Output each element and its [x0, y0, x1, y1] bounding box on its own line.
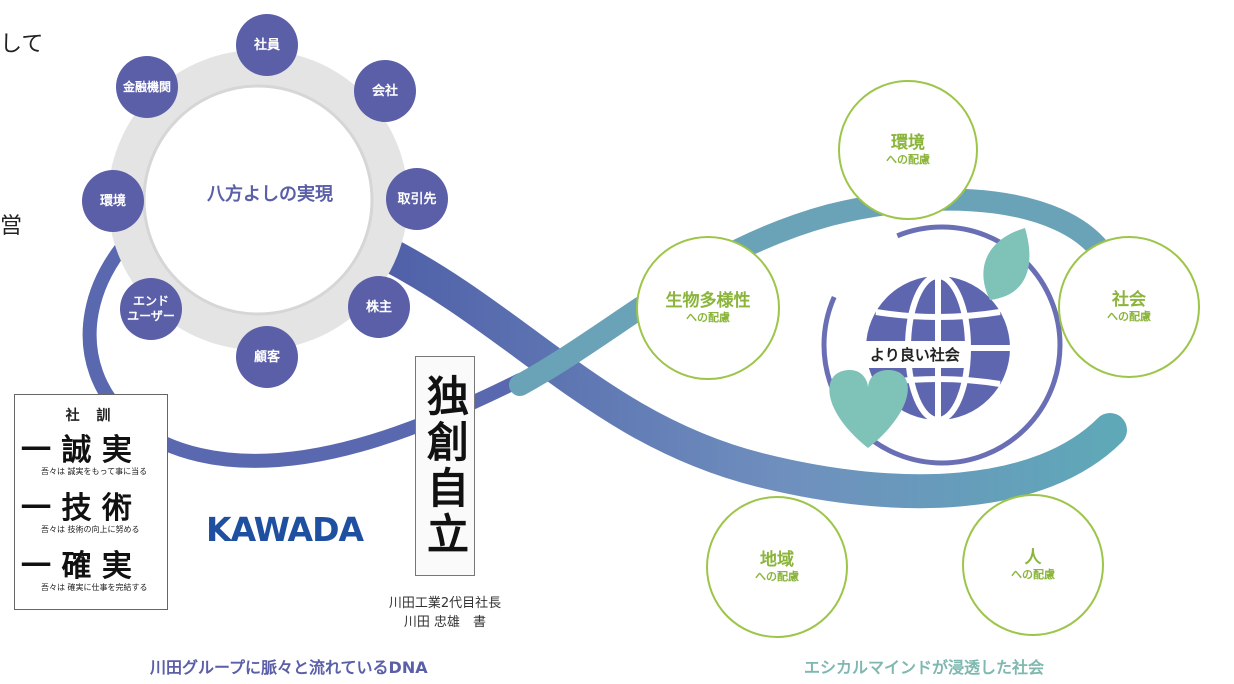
circle-society-sub: への配慮 [1107, 310, 1151, 323]
motto-line-technology-note: 吾々は 技術の向上に努める [41, 525, 140, 534]
edge-text-middle: 営 [0, 214, 23, 239]
node-financial-institutions: 金融機関 [116, 56, 178, 118]
motto-line-certainty: 一 確 実 [21, 549, 132, 584]
calligraphy-text: 独創自立 [420, 374, 470, 558]
motto-line-honesty: 一 誠 実 [21, 433, 132, 468]
edge-text-top: して [0, 32, 44, 57]
hachiho-yoshi-label: 八方よしの実現 [207, 184, 333, 205]
circle-environment: 環境 への配慮 [838, 80, 978, 220]
circle-environment-title: 環境 [891, 133, 925, 153]
leaf-icon [983, 228, 1030, 300]
circle-community: 地域 への配慮 [706, 496, 848, 638]
circle-biodiversity: 生物多様性 への配慮 [636, 236, 780, 380]
author-title: 川田工業2代目社長 [388, 596, 502, 611]
node-environment: 環境 [82, 170, 144, 232]
node-business-partners: 取引先 [386, 168, 448, 230]
circle-environment-sub: への配慮 [886, 153, 930, 166]
motto-line-certainty-note: 吾々は 確実に仕事を完結する [41, 583, 148, 592]
right-caption: エシカルマインドが浸透した社会 [804, 658, 1045, 677]
node-employees: 社員 [236, 14, 298, 76]
calligraphy-scroll: 独創自立 [415, 356, 475, 576]
circle-people-title: 人 [1024, 548, 1042, 568]
circle-biodiversity-title: 生物多様性 [665, 291, 751, 311]
left-caption: 川田グループに脈々と流れているDNA [150, 658, 428, 677]
calligraphy-author: 川田工業2代目社長 川田 忠雄 書 [360, 594, 530, 632]
author-name: 川田 忠雄 書 [403, 615, 487, 630]
node-company: 会社 [354, 60, 416, 122]
motto-heading: 社 訓 [65, 408, 117, 424]
circle-society-title: 社会 [1112, 290, 1146, 310]
node-customers: 顧客 [236, 326, 298, 388]
circle-society: 社会 への配慮 [1058, 236, 1200, 378]
node-end-users: エンド ユーザー [120, 278, 182, 340]
circle-people-sub: への配慮 [1011, 568, 1055, 581]
kawada-logo: KAWADA [206, 510, 364, 549]
company-motto-board: 社 訓 一 誠 実 吾々は 誠実をもって事に当る 一 技 術 吾々は 技術の向上… [14, 394, 168, 610]
circle-biodiversity-sub: への配慮 [686, 311, 730, 324]
circle-people: 人 への配慮 [962, 494, 1104, 636]
motto-line-technology: 一 技 術 [21, 491, 132, 526]
heart-icon [829, 370, 908, 448]
circle-community-sub: への配慮 [755, 570, 799, 583]
motto-line-honesty-note: 吾々は 誠実をもって事に当る [41, 467, 148, 476]
better-society-label: より良い社会 [862, 341, 968, 368]
node-shareholders: 株主 [348, 276, 410, 338]
circle-community-title: 地域 [760, 550, 794, 570]
